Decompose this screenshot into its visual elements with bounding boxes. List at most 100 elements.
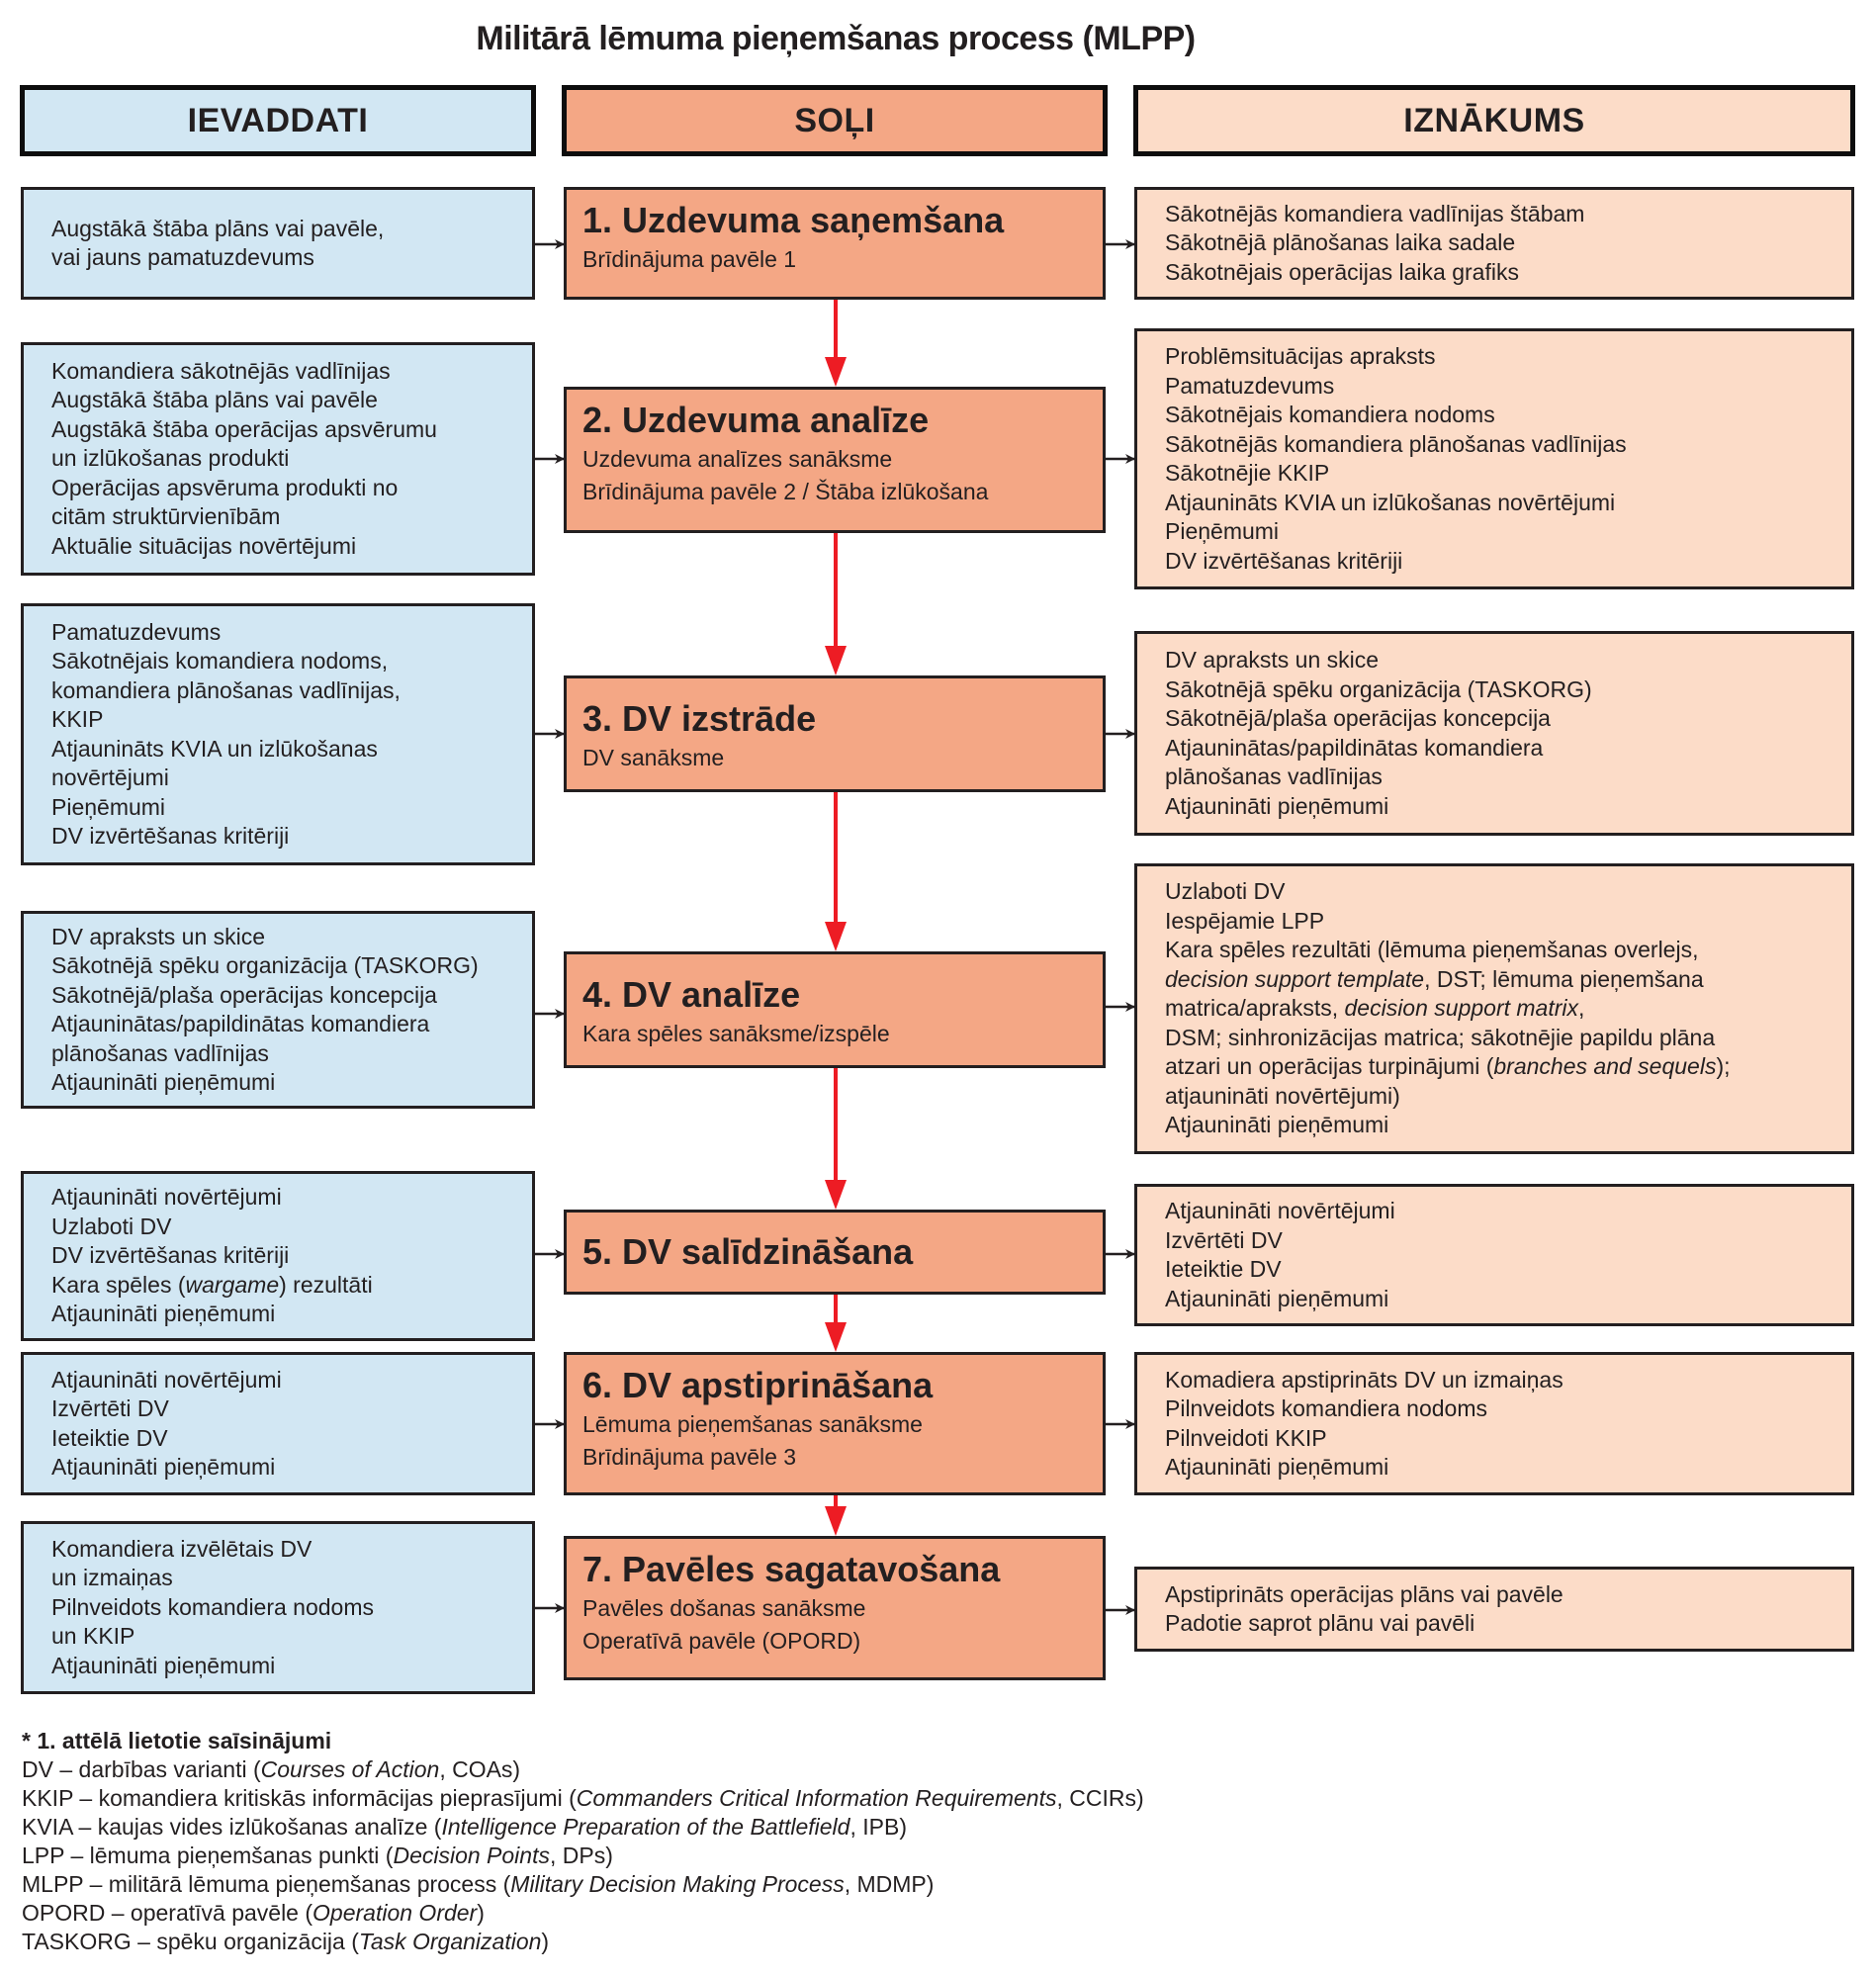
- column-header-inputs: IEVADDATI: [20, 85, 536, 156]
- output-line: Sākotnējā spēku organizācija (TASKORG): [1165, 675, 1592, 702]
- legend-item: TASKORG – spēku organizācija (Task Organ…: [22, 1929, 550, 1954]
- step-box-1: 1. Uzdevuma saņemšana Brīdinājuma pavēle…: [564, 187, 1106, 300]
- step-subtitle: Operatīvā pavēle (OPORD): [582, 1628, 861, 1654]
- output-line: Kara spēles rezultāti (lēmuma pieņemšana…: [1165, 937, 1699, 963]
- input-line: Atjaunināti pieņēmumi: [51, 1652, 276, 1678]
- output-line: Atjauninātas/papildinātas komandiera: [1165, 734, 1544, 761]
- input-box-1: Augstākā štāba plāns vai pavēle, vai jau…: [21, 187, 535, 300]
- flow-arrow-head: [825, 922, 847, 951]
- output-line: atjaunināti novērtējumi): [1165, 1082, 1400, 1109]
- input-line: Sākotnējā/plaša operācijas koncepcija: [51, 981, 437, 1008]
- input-line: Sākotnējais komandiera nodoms,: [51, 648, 389, 674]
- step-title: 5. DV salīdzināšana: [582, 1231, 914, 1272]
- input-line: plānošanas vadlīnijas: [51, 1039, 269, 1066]
- output-box-2: Problēmsituācijas apraksts Pamatuzdevums…: [1134, 328, 1854, 589]
- output-line: Atjaunināti pieņēmumi: [1165, 1112, 1389, 1138]
- output-line: Pilnveidoti KKIP: [1165, 1424, 1327, 1451]
- output-box-1: Sākotnējās komandiera vadlīnijas štābam …: [1134, 187, 1854, 300]
- step-subtitle: Brīdinājuma pavēle 3: [582, 1444, 797, 1470]
- output-line: Pilnveidots komandiera nodoms: [1165, 1395, 1488, 1421]
- input-box-4: DV apraksts un skice Sākotnējā spēku org…: [21, 911, 535, 1109]
- legend-item: KKIP – komandiera kritiskās informācijas…: [22, 1785, 1144, 1811]
- output-line: Sākotnējais operācijas laika grafiks: [1165, 258, 1519, 285]
- input-line: Atjaunināti pieņēmumi: [51, 1069, 276, 1095]
- step-box-4: 4. DV analīze Kara spēles sanāksme/izspē…: [564, 951, 1106, 1068]
- output-line: Pieņēmumi: [1165, 518, 1280, 544]
- output-line: decision support template, DST; lēmuma p…: [1165, 965, 1704, 992]
- legend-item: LPP – lēmuma pieņemšanas punkti (Decisio…: [22, 1843, 613, 1868]
- output-line: Apstiprināts operācijas plāns vai pavēle: [1165, 1580, 1563, 1607]
- step-subtitle: DV sanāksme: [582, 745, 725, 770]
- output-box-7: Apstiprināts operācijas plāns vai pavēle…: [1134, 1567, 1854, 1652]
- output-line: Sākotnējais komandiera nodoms: [1165, 402, 1495, 427]
- output-line: Atjaunināti novērtējumi: [1165, 1198, 1395, 1223]
- legend-item: KVIA – kaujas vides izlūkošanas analīze …: [22, 1814, 907, 1840]
- output-box-5: Atjaunināti novērtējumi Izvērtēti DV Iet…: [1134, 1184, 1854, 1326]
- input-line: Atjaunināti novērtējumi: [51, 1366, 282, 1393]
- step-subtitle: Brīdinājuma pavēle 2 / Štāba izlūkošana: [582, 479, 989, 504]
- input-box-7: Komandiera izvēlētais DV un izmaiņas Pil…: [21, 1521, 535, 1694]
- step-box-2: 2. Uzdevuma analīze Uzdevuma analīzes sa…: [564, 387, 1106, 533]
- step-title: 1. Uzdevuma saņemšana: [582, 200, 1005, 240]
- input-line: Aktuālie situācijas novērtējumi: [51, 532, 357, 559]
- input-box-3: Pamatuzdevums Sākotnējais komandiera nod…: [21, 603, 535, 865]
- input-line: komandiera plānošanas vadlīnijas,: [51, 676, 401, 703]
- step-subtitle: Uzdevuma analīzes sanāksme: [582, 446, 893, 472]
- step-title: 4. DV analīze: [582, 974, 801, 1015]
- input-line: Izvērtēti DV: [51, 1395, 169, 1421]
- input-line: Atjaunināti novērtējumi: [51, 1184, 282, 1211]
- output-box-3: DV apraksts un skice Sākotnējā spēku org…: [1134, 631, 1854, 836]
- step-box-6: 6. DV apstiprināšana Lēmuma pieņemšanas …: [564, 1352, 1106, 1495]
- output-line: DSM; sinhronizācijas matrica; sākotnējie…: [1165, 1024, 1716, 1050]
- input-line: KKIP: [51, 706, 104, 732]
- output-line: Problēmsituācijas apraksts: [1165, 343, 1436, 369]
- step-subtitle: Brīdinājuma pavēle 1: [582, 246, 797, 272]
- input-line: Atjaunināti pieņēmumi: [51, 1301, 276, 1327]
- flow-arrow-head: [825, 357, 847, 387]
- output-box-6: Komadiera apstiprināts DV un izmaiņas Pi…: [1134, 1352, 1854, 1495]
- output-line: matrica/apraksts, decision support matri…: [1165, 995, 1585, 1022]
- output-line: Sākotnējie KKIP: [1165, 460, 1330, 486]
- input-line: novērtējumi: [51, 764, 169, 790]
- step-subtitle: Lēmuma pieņemšanas sanāksme: [582, 1411, 923, 1437]
- legend-item: MLPP – militārā lēmuma pieņemšanas proce…: [22, 1871, 935, 1897]
- output-line: Atjaunināti pieņēmumi: [1165, 792, 1389, 819]
- output-line: Sākotnējā plānošanas laika sadale: [1165, 229, 1516, 256]
- flow-arrow-head: [825, 1180, 847, 1210]
- output-line: Sākotnējā/plaša operācijas koncepcija: [1165, 705, 1551, 731]
- input-line: Atjaunināts KVIA un izlūkošanas: [51, 735, 378, 762]
- output-line: DV izvērtēšanas kritēriji: [1165, 547, 1403, 574]
- flow-arrow-head: [825, 646, 847, 675]
- input-line: Ieteiktie DV: [51, 1424, 168, 1451]
- step-box-3: 3. DV izstrāde DV sanāksme: [564, 675, 1106, 792]
- output-line: atzari un operācijas turpinājumi (branch…: [1165, 1053, 1731, 1080]
- legend-item: OPORD – operatīvā pavēle (Operation Orde…: [22, 1900, 485, 1926]
- step-subtitle: Kara spēles sanāksme/izspēle: [582, 1021, 890, 1046]
- input-line: Kara spēles (wargame) rezultāti: [51, 1271, 373, 1298]
- input-line: Komandiera sākotnējās vadlīnijas: [51, 357, 391, 384]
- input-line: un KKIP: [51, 1623, 135, 1650]
- input-line: Augstākā štāba plāns vai pavēle: [51, 387, 378, 413]
- step-title: 2. Uzdevuma analīze: [582, 400, 930, 440]
- output-line: DV apraksts un skice: [1165, 647, 1380, 673]
- input-line: Komandiera izvēlētais DV: [51, 1535, 313, 1562]
- output-line: Sākotnējās komandiera plānošanas vadlīni…: [1165, 430, 1627, 457]
- input-line: citām struktūrvienībām: [51, 503, 281, 530]
- input-box-2: Komandiera sākotnējās vadlīnijas Augstāk…: [21, 342, 535, 576]
- output-line: Pamatuzdevums: [1165, 372, 1335, 399]
- input-line: Augstākā štāba plāns vai pavēle,: [51, 215, 385, 241]
- input-line: vai jauns pamatuzdevums: [51, 244, 314, 270]
- column-header-steps: SOĻI: [562, 85, 1108, 156]
- step-title: 3. DV izstrāde: [582, 698, 817, 739]
- step-title: 6. DV apstiprināšana: [582, 1365, 934, 1405]
- output-line: Komadiera apstiprināts DV un izmaiņas: [1165, 1366, 1563, 1393]
- input-line: un izmaiņas: [51, 1565, 173, 1591]
- input-line: un izlūkošanas produkti: [51, 445, 290, 472]
- output-line: plānošanas vadlīnijas: [1165, 764, 1383, 789]
- output-line: Sākotnējās komandiera vadlīnijas štābam: [1165, 200, 1585, 226]
- step-box-5: 5. DV salīdzināšana: [564, 1210, 1106, 1295]
- output-line: Ieteiktie DV: [1165, 1256, 1282, 1282]
- input-line: Pieņēmumi: [51, 793, 166, 820]
